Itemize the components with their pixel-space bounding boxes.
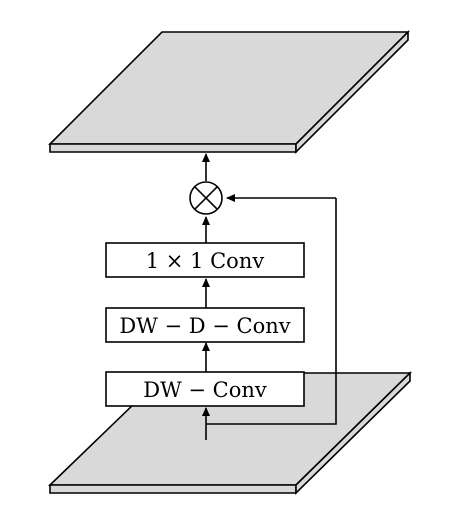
circled-times-icon <box>189 181 223 215</box>
block-conv-1x1: 1 × 1 Conv <box>105 242 305 278</box>
output-feature-map <box>48 30 410 154</box>
block-dw-conv: DW − Conv <box>105 371 305 407</box>
skip-connection <box>206 194 337 425</box>
block-label-dw-conv: DW − Conv <box>143 378 267 402</box>
block-label-conv-1x1: 1 × 1 Conv <box>146 249 265 273</box>
block-dw-d-conv: DW − D − Conv <box>105 307 305 343</box>
block-label-dw-d-conv: DW − D − Conv <box>119 314 290 338</box>
